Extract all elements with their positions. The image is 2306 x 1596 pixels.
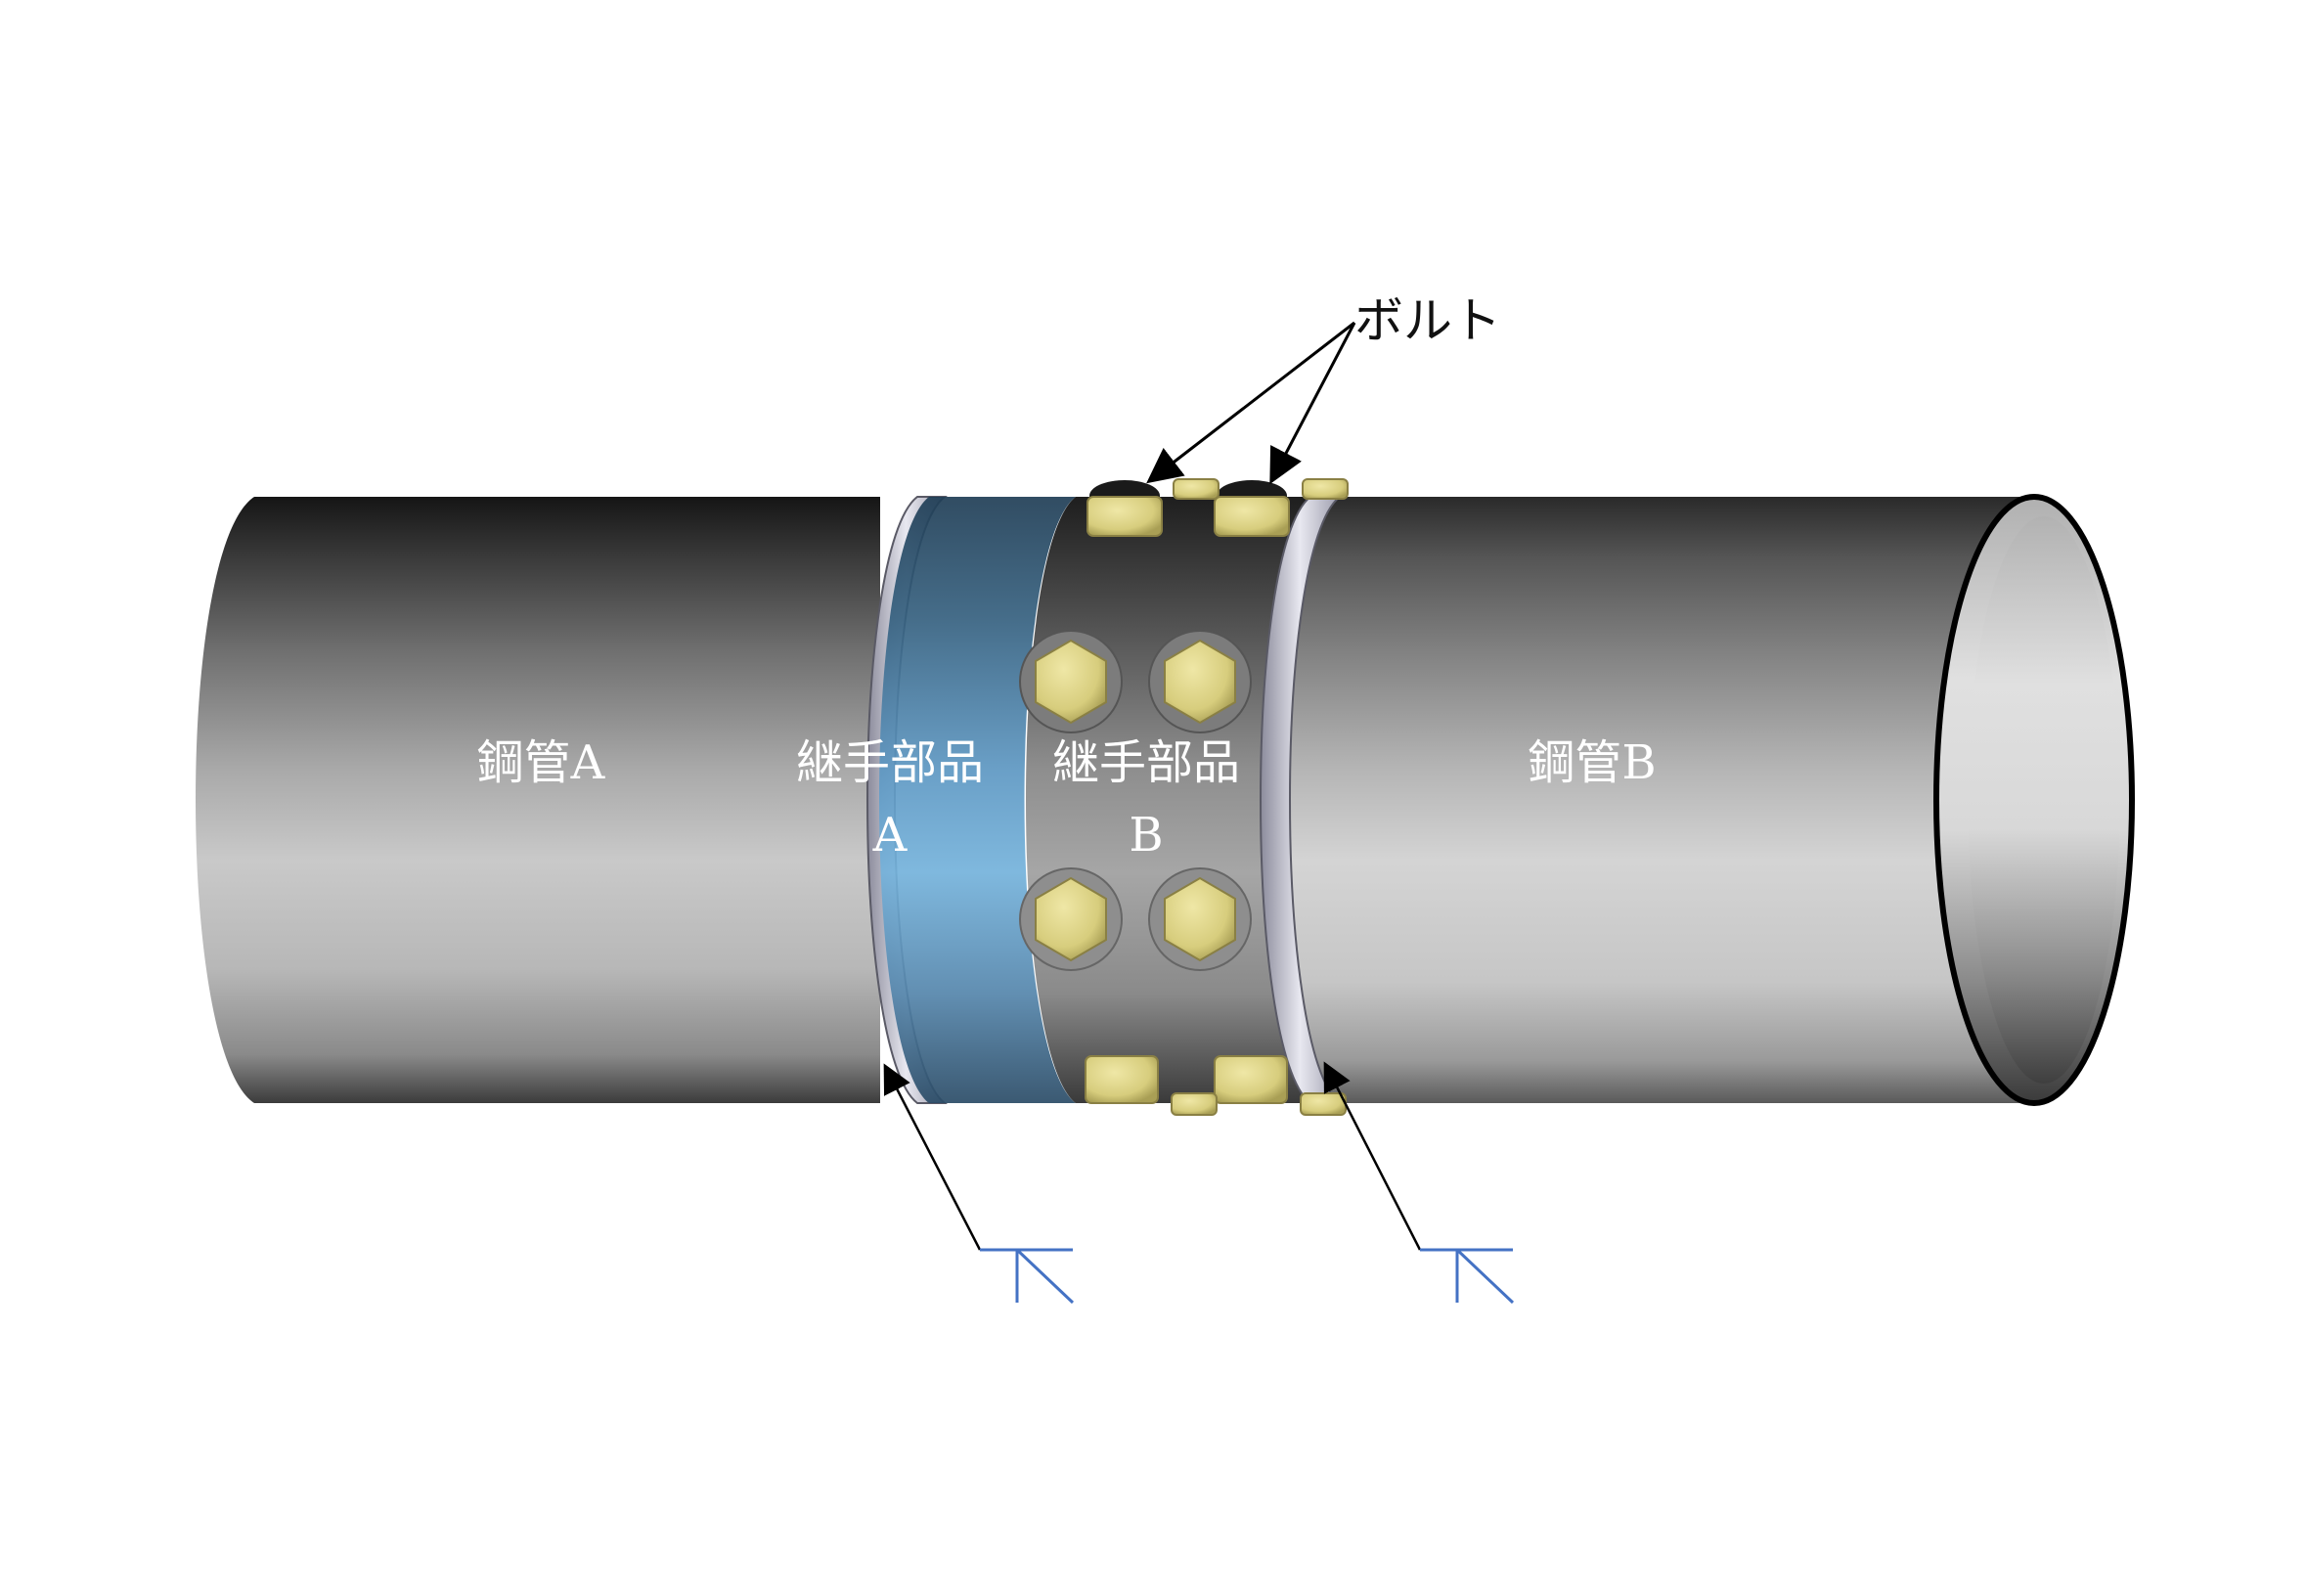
bolt-leader-1 [1146, 321, 1355, 484]
bolt-top-1 [1086, 480, 1163, 537]
bolt-top-2 [1214, 480, 1290, 537]
pipe-b-open-end [1933, 494, 2135, 1106]
bolt-group [1019, 478, 1349, 1116]
bolt-bottom-1 [1085, 1055, 1159, 1104]
bolt-leader-2 [1269, 322, 1356, 485]
steel-pipe-b [1271, 497, 2044, 1103]
label-pipe-b: 鋼管B [1528, 735, 1656, 790]
bolt-front-3 [1019, 867, 1123, 971]
bolt-front-1 [1019, 630, 1123, 733]
bolt-bottom-3 [1171, 1092, 1218, 1116]
label-joint-a-line1: 継手部品 [796, 735, 984, 790]
bolt-top-4 [1302, 478, 1349, 500]
bolt-bottom-2 [1214, 1055, 1288, 1104]
label-joint-b-line1: 継手部品 [1052, 735, 1240, 790]
steel-pipe-a [196, 497, 880, 1103]
label-bolt: ボルト [1354, 292, 1501, 349]
label-joint-a-line2: A [872, 808, 909, 863]
label-joint-b-line2: B [1129, 808, 1163, 863]
bolt-front-2 [1148, 630, 1252, 733]
bolt-top-3 [1173, 478, 1220, 500]
bolt-front-4 [1148, 867, 1252, 971]
joint-component-a [879, 497, 1076, 1103]
weld-symbol-a [883, 1063, 1075, 1305]
bolt-bottom-4 [1300, 1092, 1347, 1116]
label-pipe-a: 鋼管A [477, 735, 606, 790]
weld-symbol-b [1323, 1061, 1515, 1305]
